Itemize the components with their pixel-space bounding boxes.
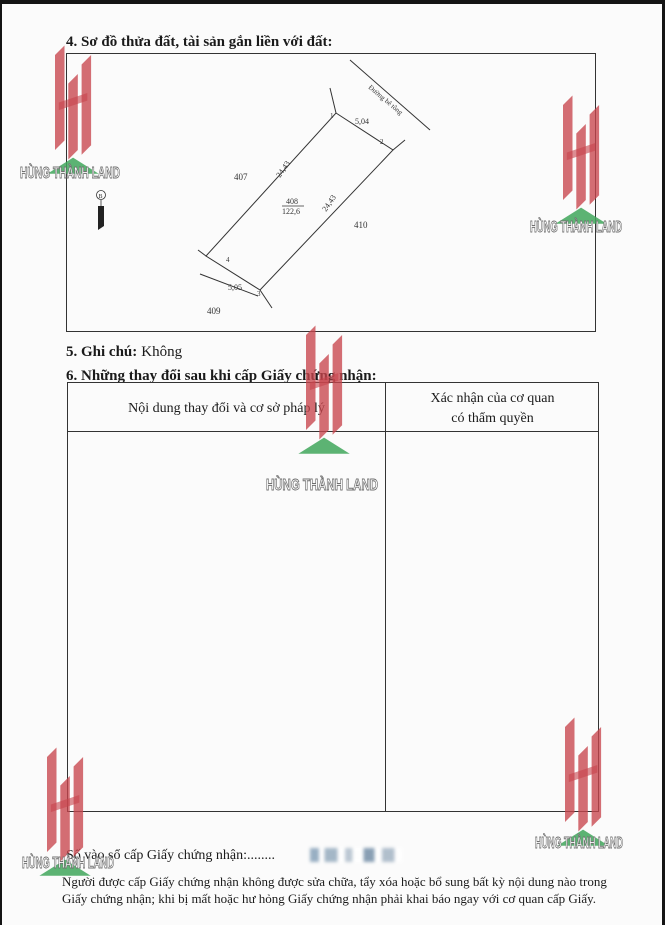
boundary-extension-4 [197, 249, 207, 257]
changes-table: Nội dung thay đổi và cơ sở pháp lý Xác n… [67, 382, 599, 812]
col-authority-line1: Xác nhận của cơ quan [430, 391, 555, 406]
col-authority-header: Xác nhận của cơ quan có thẩm quyền [386, 389, 599, 429]
parcel-main-number: 408 [286, 197, 298, 206]
bottom-edge-ticks [199, 273, 259, 297]
north-symbol: B [99, 194, 103, 200]
edge-bottom-label: 5,05 [228, 283, 242, 292]
section-4-number: 4. [66, 34, 78, 50]
corner-1-label: 1 [330, 112, 334, 120]
boundary-extension-3 [259, 289, 273, 309]
col-authority-line2: có thẩm quyền [451, 411, 534, 426]
footer-note-line-2: Giấy chứng nhận; khi bị mất hoặc hư hỏng… [62, 891, 597, 906]
corner-3-label: 3 [257, 290, 261, 298]
section-4-title: 4. Sơ đồ thửa đất, tài sản gắn liền với … [66, 34, 333, 51]
section-5-note: 5. Ghi chú:Không [66, 344, 182, 361]
section-5-title: 5. Ghi chú: [66, 344, 138, 360]
col-changes-header: Nội dung thay đổi và cơ sở pháp lý [128, 401, 325, 416]
table-column-divider [385, 383, 386, 811]
parcel-410-label: 410 [354, 220, 368, 230]
section-5-value: Không [141, 344, 183, 360]
corner-4-label: 4 [226, 256, 230, 264]
parcel-area: 122,6 [282, 207, 300, 216]
road-label: Đường bê tông [367, 83, 405, 117]
road-boundary-line [349, 59, 431, 131]
redacted-registry-number [310, 848, 402, 862]
corner-2-label: 2 [380, 138, 384, 146]
edge-top-label: 5,04 [355, 117, 369, 126]
registry-number-label: Số vào sổ cấp Giấy chứng nhận:........ [66, 848, 275, 863]
north-arrow-icon: B [96, 190, 106, 230]
parcel-407-label: 407 [234, 172, 248, 182]
parcel-408-outline [205, 112, 394, 291]
parcel-409-label: 409 [207, 306, 221, 316]
certificate-page [2, 4, 662, 925]
boundary-extension-1 [329, 87, 337, 114]
section-4-text: Sơ đồ thửa đất, tài sản gắn liền với đất… [81, 34, 333, 50]
footer-note-line-1: Người được cấp Giấy chứng nhận không đượ… [62, 874, 607, 889]
boundary-extension-2 [392, 139, 406, 151]
table-header-divider [68, 431, 598, 432]
edge-left-label: 24,43 [274, 159, 292, 179]
